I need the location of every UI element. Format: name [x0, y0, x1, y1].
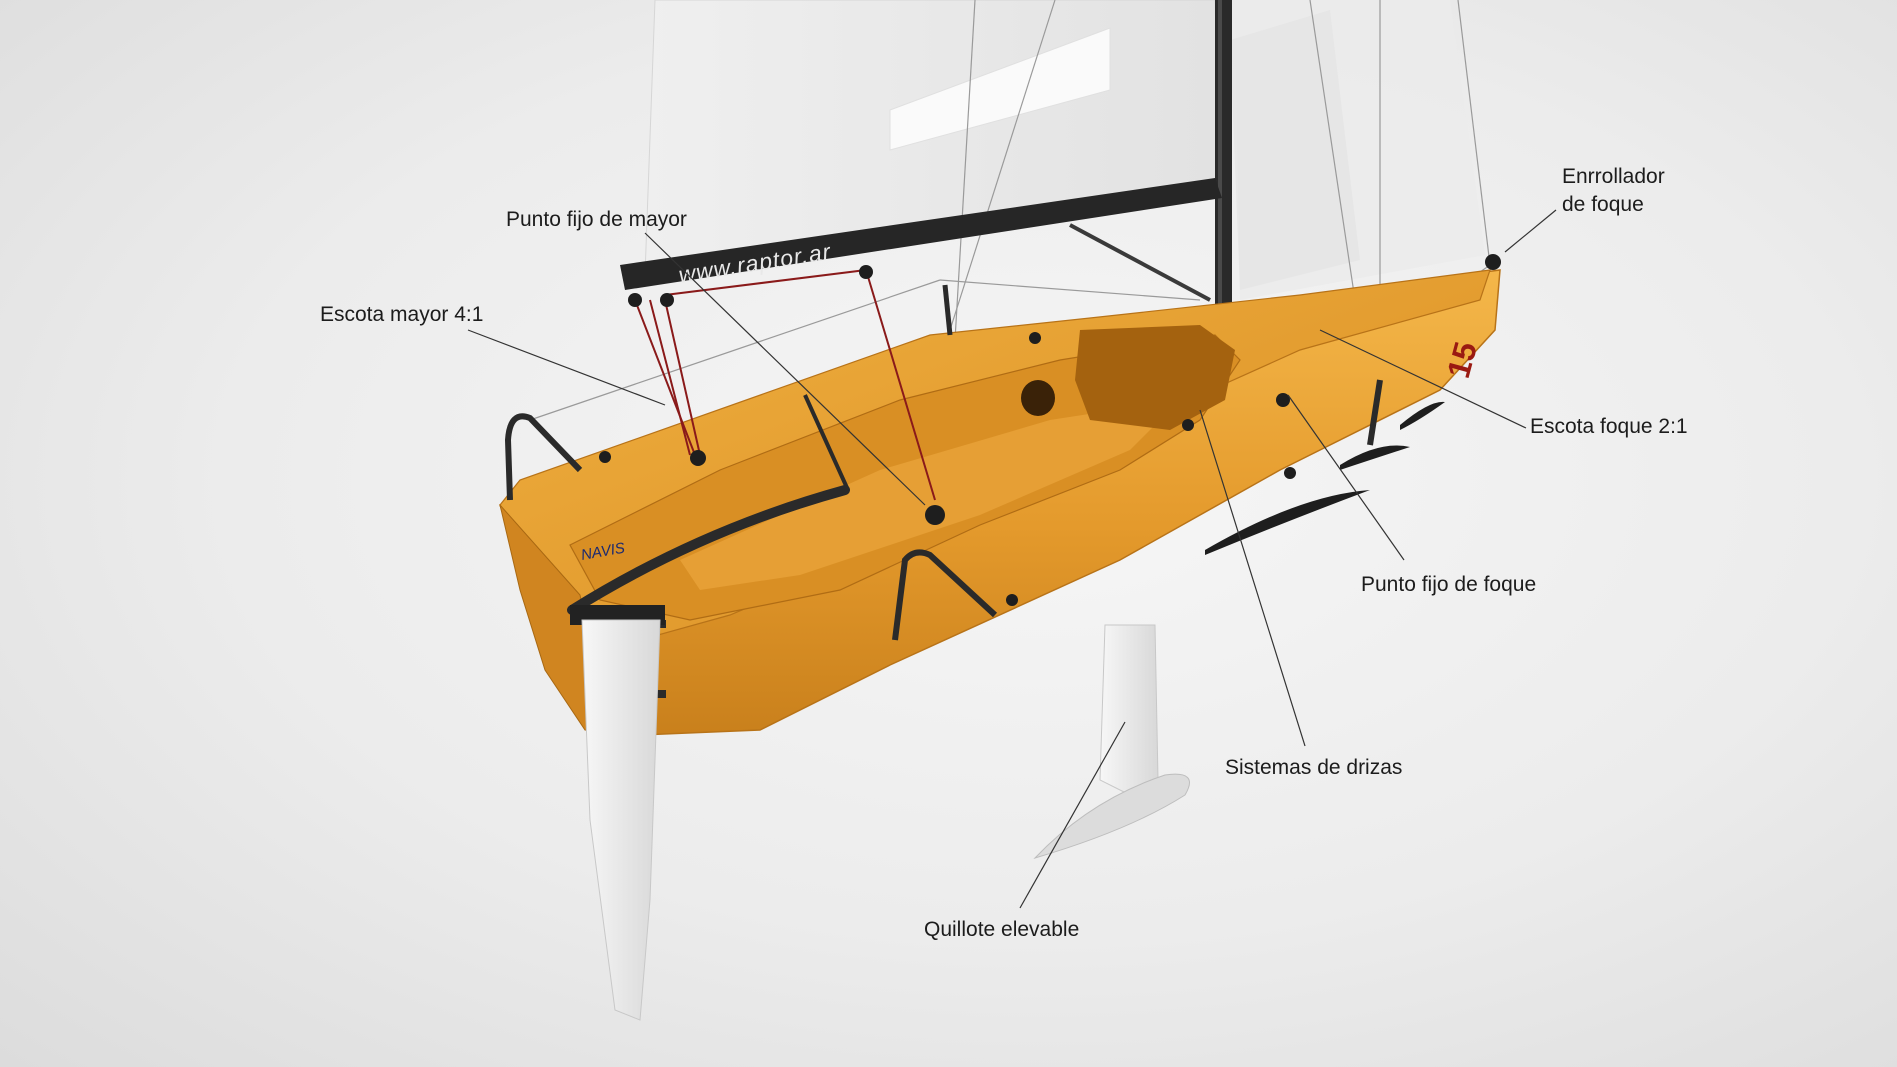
label-punto-fijo-de-mayor: Punto fijo de mayor: [506, 208, 687, 231]
rudder: [581, 619, 661, 1021]
hull-swoosh-3: [1205, 490, 1370, 555]
bow-stanchion-1: [1367, 379, 1383, 446]
mast: [1215, 0, 1232, 312]
boom-block-1: [628, 293, 642, 307]
mainsheet-cleat: [925, 505, 945, 525]
label-escota-mayor: Escota mayor 4:1: [320, 303, 484, 326]
retractable-keel: [1099, 624, 1159, 796]
vang: [1069, 223, 1211, 302]
deck-fitting-3: [1006, 594, 1018, 606]
mainsail-window: [889, 27, 1111, 151]
hull-swoosh-2: [1340, 445, 1410, 470]
tiller-extension: [803, 394, 850, 491]
deck-fitting-1: [1029, 332, 1041, 344]
deck-fitting-4: [1284, 467, 1296, 479]
label-escota-foque: Escota foque 2:1: [1530, 415, 1688, 438]
label-enrrollador-line2: de foque: [1562, 193, 1644, 216]
mainsheet-block: [690, 450, 706, 466]
jib-furler: [1485, 254, 1501, 270]
hiking-strap-frame: [892, 549, 998, 641]
label-enrrollador-line1: Enrrollador: [1562, 165, 1665, 188]
label-enrrollador-de-foque: Enrrollador de foque: [1562, 163, 1665, 219]
label-sistemas-de-drizas: Sistemas de drizas: [1225, 756, 1403, 779]
halyard-cleat: [1182, 419, 1194, 431]
boom-block-2: [660, 293, 674, 307]
jib-shadow: [1230, 10, 1360, 290]
bow-stanchion-2: [942, 284, 953, 336]
boom-block-3: [859, 265, 873, 279]
keel-bulb: [1033, 773, 1190, 860]
mainsheet-system: [634, 269, 936, 501]
deck-fitting-2: [599, 451, 611, 463]
mast-highlight: [1218, 0, 1222, 312]
label-quillote-elevable: Quillote elevable: [924, 918, 1080, 941]
leader-lines: [467, 209, 1557, 909]
label-punto-fijo-de-foque: Punto fijo de foque: [1361, 573, 1537, 596]
jib-fairlead: [1276, 393, 1290, 407]
tiller: [567, 485, 850, 615]
hull-swoosh-1: [1400, 401, 1445, 430]
inspection-port: [1021, 380, 1055, 416]
stern-pulpit: [504, 413, 583, 501]
cockpit-floor: [680, 400, 1180, 590]
cuddy-opening: [1075, 325, 1235, 430]
